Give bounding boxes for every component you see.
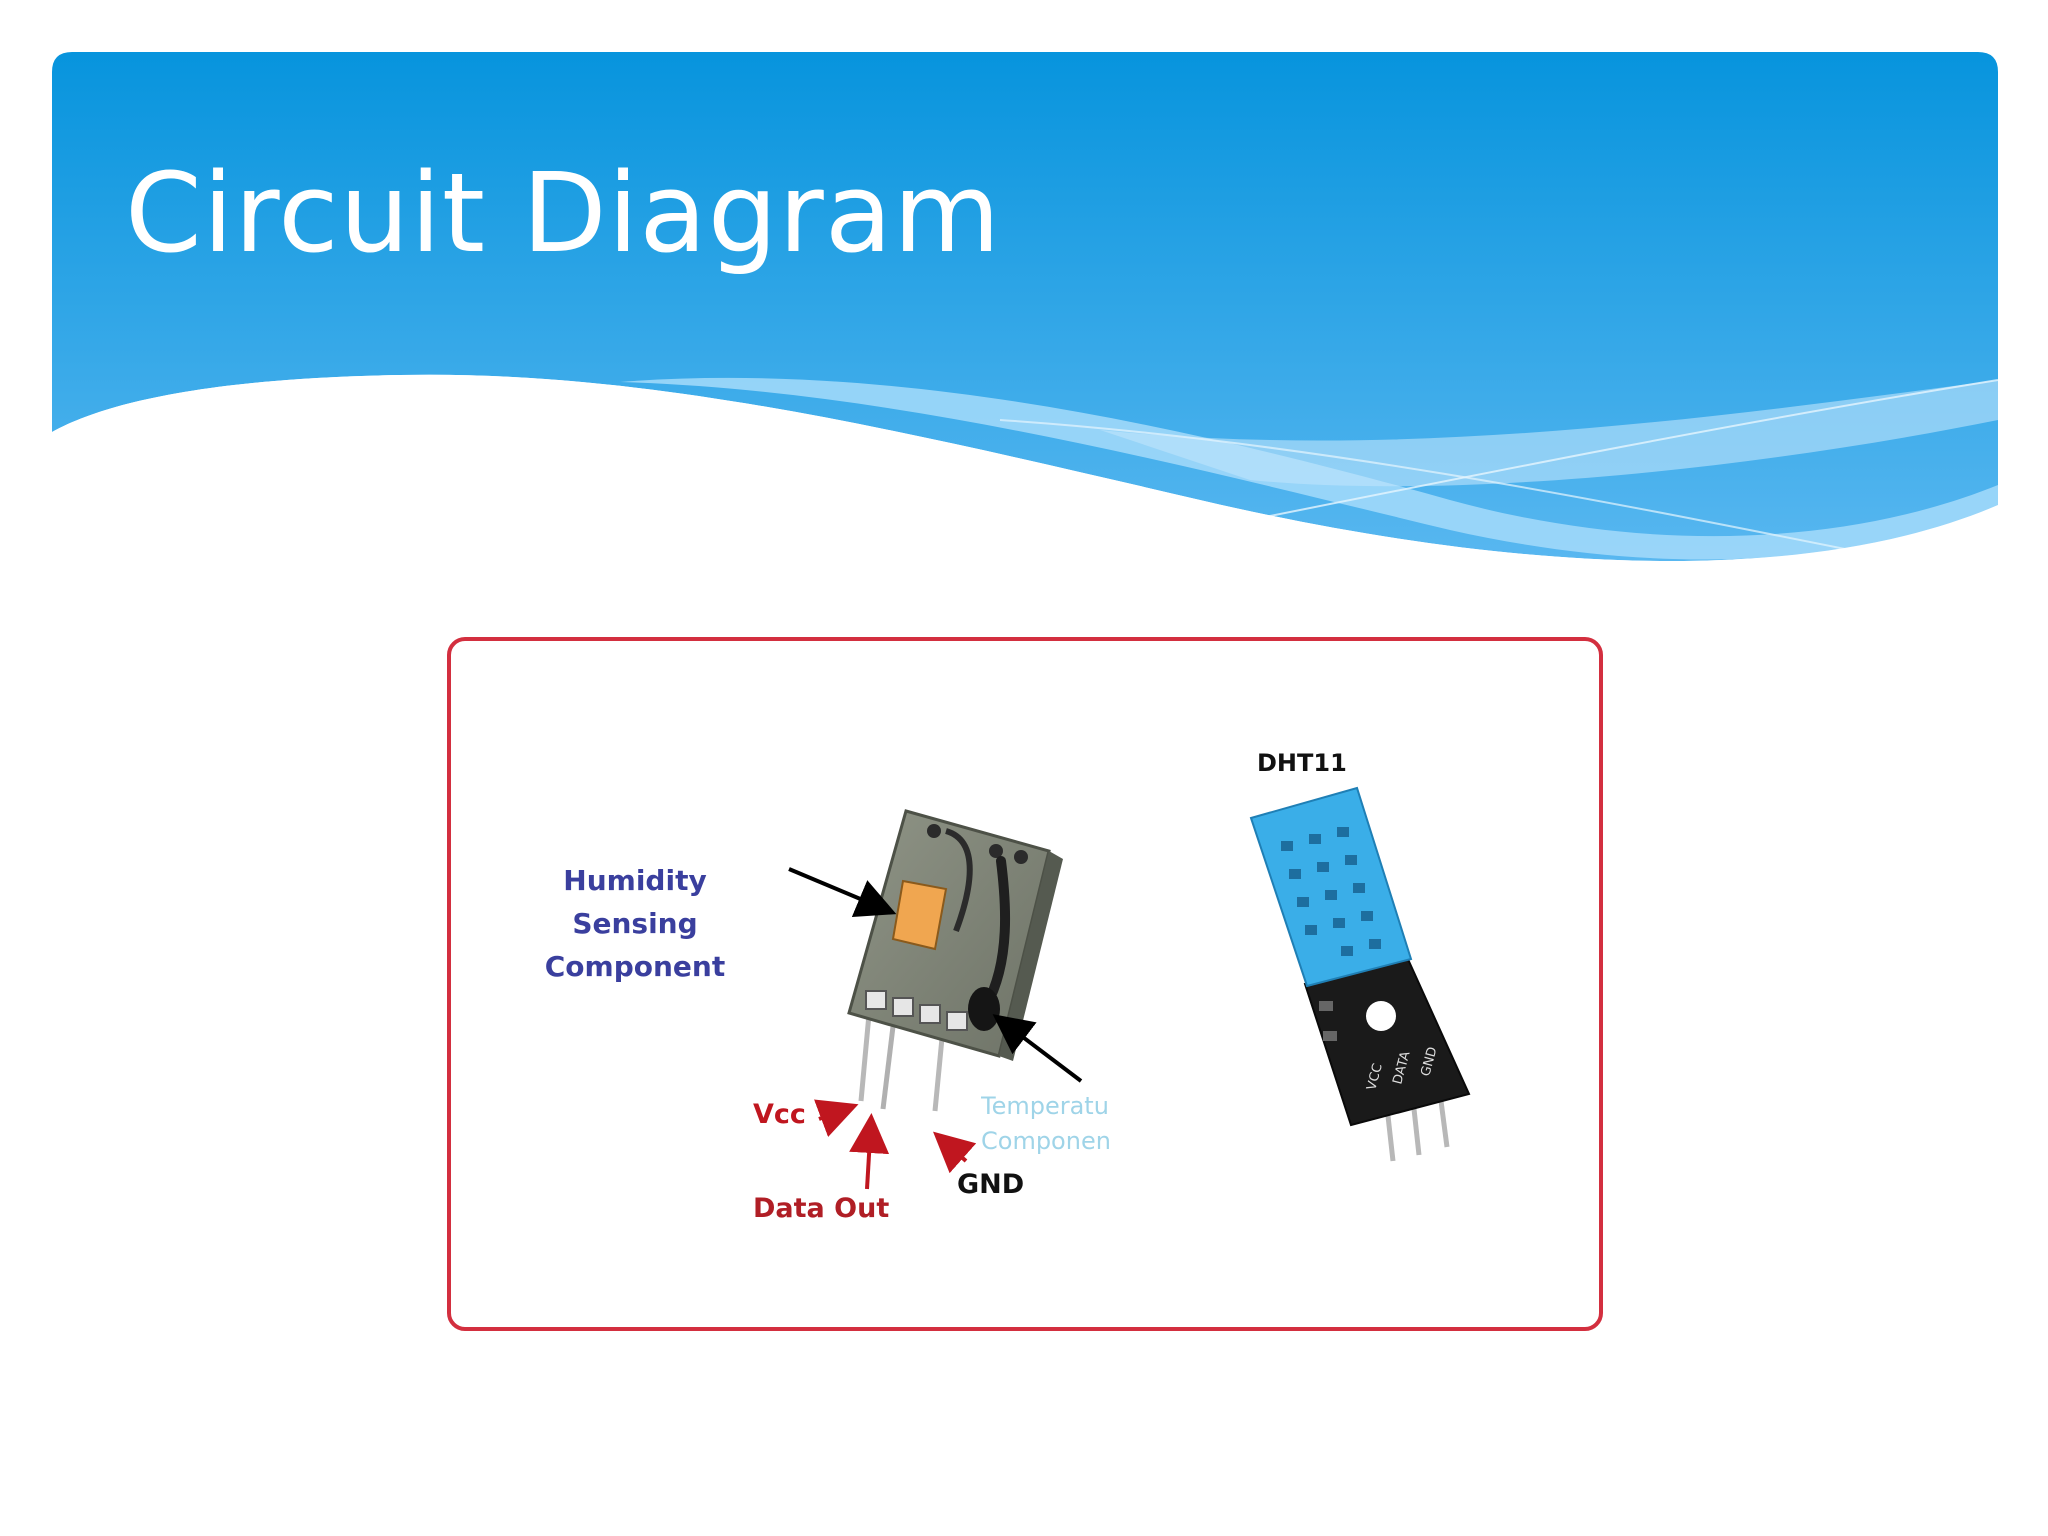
label-dht11: DHT11 — [1257, 749, 1347, 777]
label-data-out: Data Out — [753, 1193, 890, 1224]
header-wave-banner — [52, 52, 1999, 600]
label-temperature-component: Temperature Component — [981, 1092, 1111, 1155]
temperature-arrow — [992, 1014, 1083, 1083]
dht11-module: VCC DATA GND — [1249, 786, 1471, 1162]
slide-title: Circuit Diagram — [125, 149, 1002, 277]
vcc-arrow — [814, 1099, 859, 1137]
gnd-arrow — [933, 1131, 977, 1174]
pin-label-vcc: VCC — [1364, 1062, 1385, 1092]
label-gnd: GND — [957, 1169, 1025, 1200]
figure-frame: VCC DATA GND — [447, 637, 1603, 1331]
humidity-arrow — [788, 867, 897, 918]
label-vcc: Vcc — [753, 1099, 806, 1130]
bare-sensor-chip — [847, 809, 1063, 1112]
pin-label-gnd: GND — [1418, 1045, 1440, 1078]
label-humidity-sensing-component: Humidity Sensing Component — [544, 864, 726, 983]
sensor-illustration: VCC DATA GND — [788, 786, 1471, 1190]
data-out-arrow — [849, 1113, 890, 1190]
